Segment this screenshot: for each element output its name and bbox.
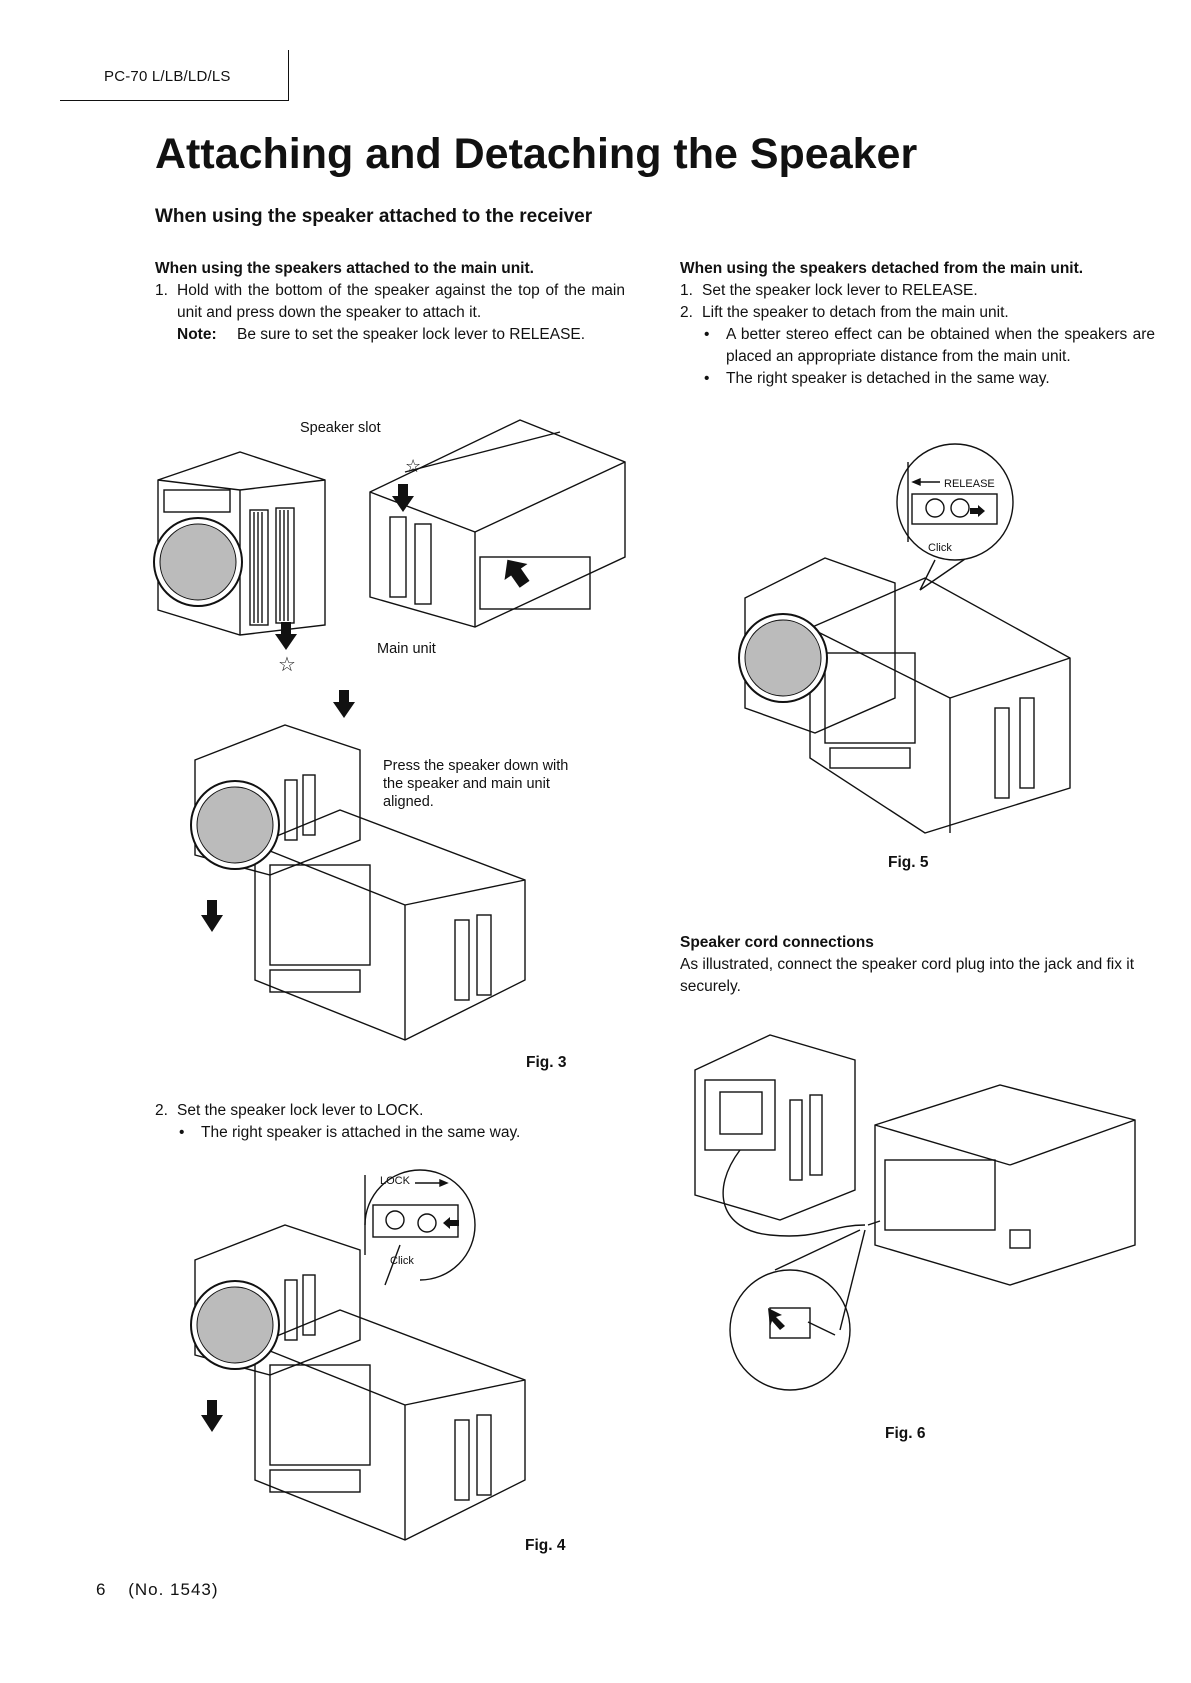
right-step-1: 1. Set the speaker lock lever to RELEASE… [680,280,1155,302]
down-arrow-icon [333,690,355,718]
lock-lever-detail [364,1169,476,1286]
fig4-caption: Fig. 4 [525,1537,566,1554]
down-arrow-icon [275,622,297,650]
step-number: 2. [680,304,693,321]
step-number: 1. [680,282,693,299]
assembled-unit-locked-illustration [190,1224,526,1541]
speaker-detached-illustration [153,451,326,636]
right-heading: When using the speakers detached from th… [680,260,1084,277]
cord-text: As illustrated, connect the speaker cord… [680,956,1135,995]
bullet-dot: • [704,326,710,343]
cord-heading: Speaker cord connections [680,934,874,951]
model-number: PC-70 L/LB/LD/LS [104,68,231,85]
bullet-dot: • [179,1124,185,1141]
release-lever-detail [896,443,1014,591]
right-column-intro: When using the speakers detached from th… [680,258,1155,390]
assembled-unit-illustration [190,724,526,1041]
main-unit-label: Main unit [377,641,436,657]
speaker-cord-connection-illustration [694,1034,1136,1391]
bullet-text: A better stereo effect can be obtained w… [726,326,1155,365]
header-vertical-rule [288,50,289,101]
press-instruction-label: Press the speaker down with the speaker … [383,758,569,810]
fig5-caption: Fig. 5 [888,854,929,871]
left-column-intro: When using the speakers attached to the … [155,258,625,346]
speaker-grille-icon [738,613,828,703]
lock-label: LOCK [380,1175,410,1187]
bullet-text: The right speaker is detached in the sam… [726,370,1050,387]
step-text: Hold with the bottom of the speaker agai… [177,282,625,321]
svg-text:☆: ☆ [405,456,421,477]
page-number: 6 [96,1580,107,1599]
speaker-grille-icon [190,1280,280,1370]
left-step-1: 1. Hold with the bottom of the speaker a… [155,280,625,324]
release-label: RELEASE [944,478,995,490]
page-subtitle: When using the speaker attached to the r… [155,206,593,227]
speaker-grille-icon [190,780,280,870]
step-number: 2. [155,1102,168,1119]
main-unit-illustration: ☆ [369,419,626,628]
header-rule [60,100,288,101]
click-label: Click [390,1255,414,1267]
bullet-dot: • [704,370,710,387]
detached-unit-illustration [738,557,1071,834]
document-number: (No. 1543) [128,1580,219,1599]
star-icon: ☆ [278,654,296,676]
left-step-2: 2. Set the speaker lock lever to LOCK. [155,1100,625,1122]
left-heading: When using the speakers attached to the … [155,260,534,277]
step-number: 1. [155,282,168,299]
fig3-caption: Fig. 3 [526,1054,567,1071]
page-footer: 6 (No. 1543) [96,1580,219,1600]
left-step-2-bullet: • The right speaker is attached in the s… [155,1122,625,1144]
note-label: Note: [177,326,217,343]
step-text: Lift the speaker to detach from the main… [702,304,1009,321]
right-bullet-2: • The right speaker is detached in the s… [680,368,1155,390]
right-step-2: 2. Lift the speaker to detach from the m… [680,302,1155,324]
step-text: Set the speaker lock lever to RELEASE. [702,282,978,299]
speaker-slot-label: Speaker slot [300,420,381,436]
note: Note: Be sure to set the speaker lock le… [155,324,625,346]
step-text: Set the speaker lock lever to LOCK. [177,1102,424,1119]
page-title: Attaching and Detaching the Speaker [155,130,918,178]
fig6-caption: Fig. 6 [885,1425,926,1442]
left-step-2-block: 2. Set the speaker lock lever to LOCK. •… [155,1100,625,1144]
cord-connections-block: Speaker cord connections As illustrated,… [680,932,1155,998]
right-bullet-1: • A better stereo effect can be obtained… [680,324,1155,368]
click-label: Click [928,542,952,554]
bullet-text: The right speaker is attached in the sam… [201,1124,521,1141]
note-text: Be sure to set the speaker lock lever to… [237,326,586,343]
speaker-grille-icon [153,517,243,607]
